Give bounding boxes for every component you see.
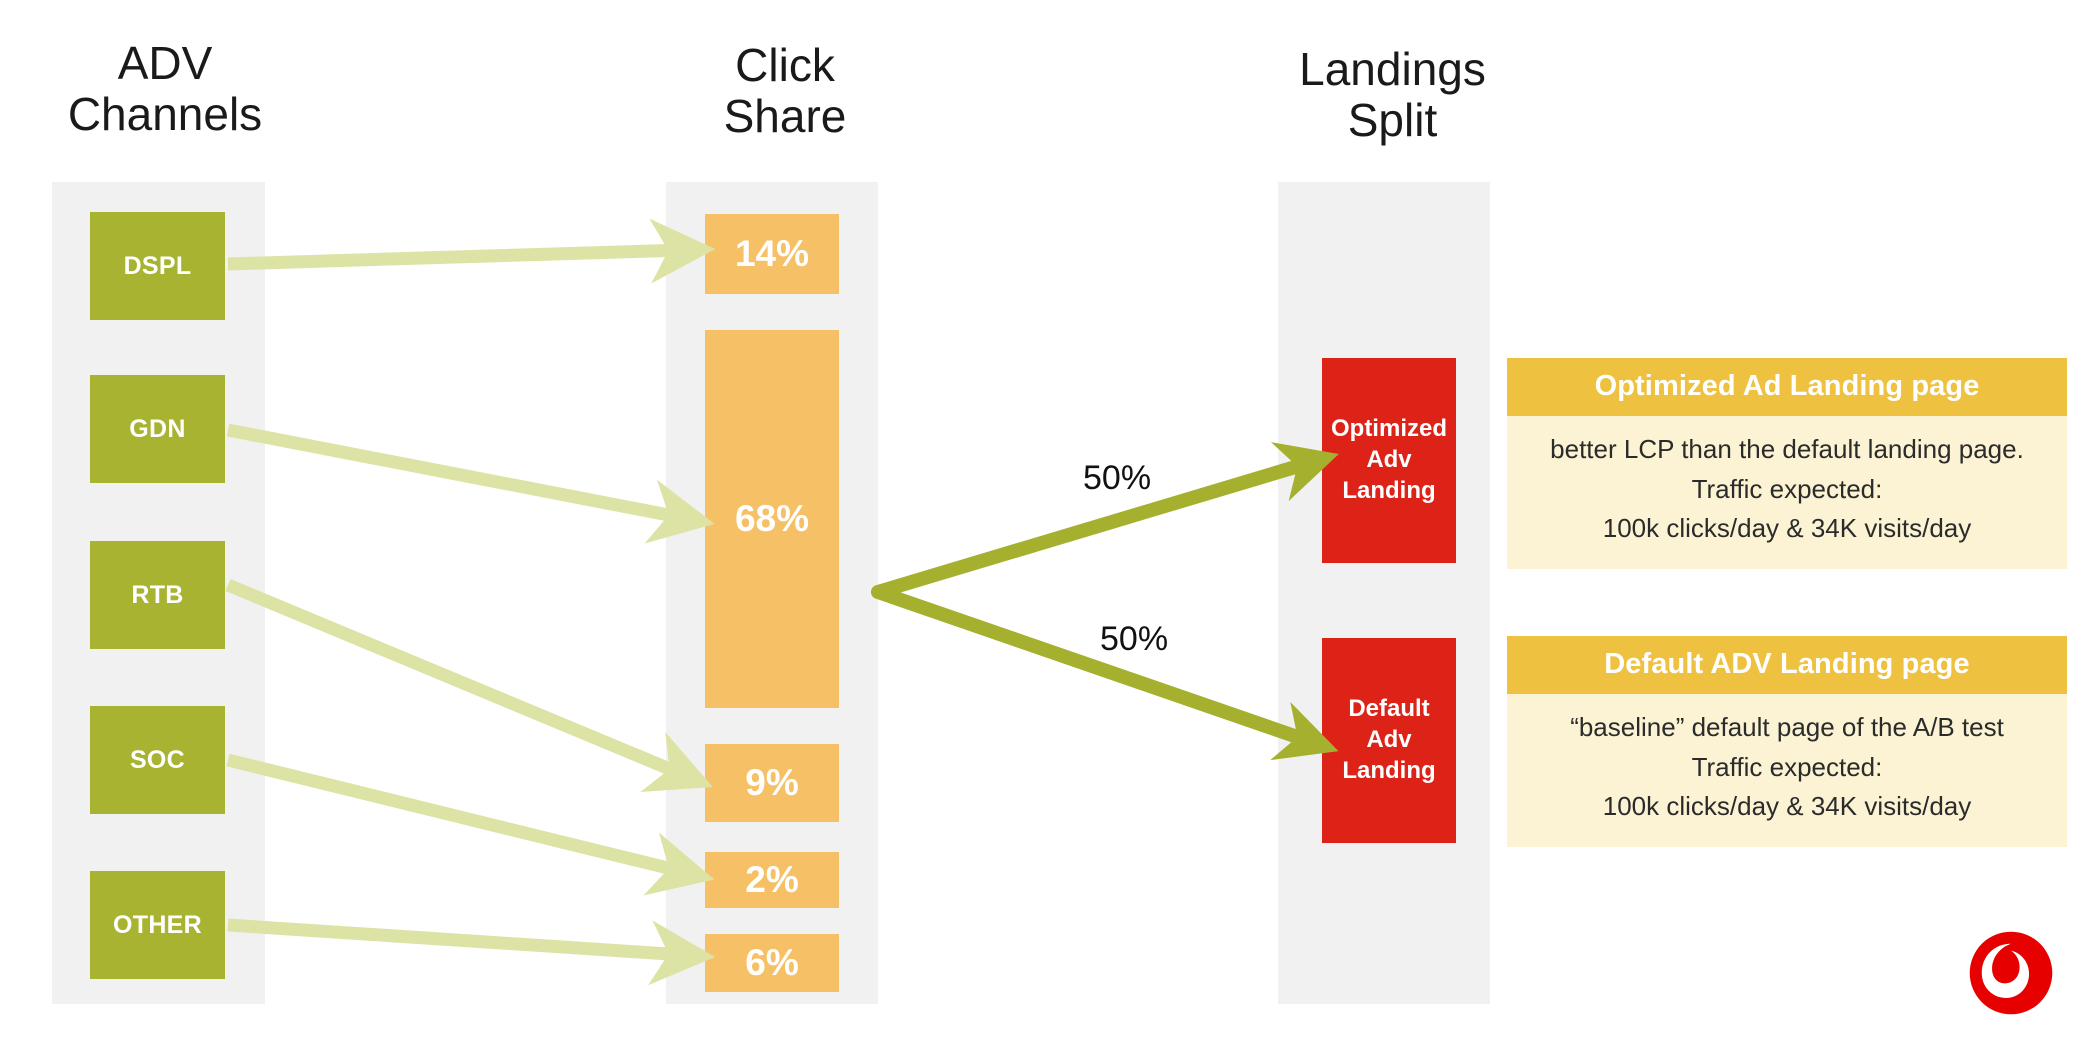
channel-box-other[interactable]: OTHER xyxy=(90,871,225,979)
vodafone-logo xyxy=(1969,931,2053,1015)
channel-box-dspl[interactable]: DSPL xyxy=(90,212,225,320)
share-bar-2[interactable]: 2% xyxy=(705,852,839,908)
arrow-other-to-6 xyxy=(227,918,716,986)
info-card-optimized-ad-landing: Optimized Ad Landing page better LCP tha… xyxy=(1507,358,2067,569)
info-card-title-optimized: Optimized Ad Landing page xyxy=(1507,358,2067,416)
channel-box-gdn[interactable]: GDN xyxy=(90,375,225,483)
share-bar-9[interactable]: 9% xyxy=(705,744,839,822)
arrow-gdn-to-68 xyxy=(226,423,715,544)
info-card-default-adv-landing: Default ADV Landing page “baseline” defa… xyxy=(1507,636,2067,847)
share-bar-14[interactable]: 14% xyxy=(705,214,839,294)
info-card-title-default: Default ADV Landing page xyxy=(1507,636,2067,694)
column-heading-adv-channels: ADV Channels xyxy=(67,37,263,140)
split-percent-top: 50% xyxy=(1083,459,1152,497)
landing-box-default[interactable]: Default Adv Landing xyxy=(1322,638,1456,843)
share-bar-68[interactable]: 68% xyxy=(705,330,839,708)
arrow-dspl-to-14 xyxy=(227,218,716,284)
column-heading-landings-split: Landings Split xyxy=(1299,43,1486,146)
channel-box-soc[interactable]: SOC xyxy=(90,706,225,814)
arrow-split-to-default xyxy=(871,585,1339,761)
arrow-rtb-to-9 xyxy=(225,579,713,793)
column-heading-click-share: Click Share xyxy=(723,39,847,142)
share-bar-6[interactable]: 6% xyxy=(705,934,839,992)
info-card-body-default: “baseline” default page of the A/B test … xyxy=(1570,712,2004,822)
arrow-soc-to-2 xyxy=(226,753,715,896)
split-percent-bottom: 50% xyxy=(1100,620,1169,658)
landing-box-optimized[interactable]: Optimized Adv Landing xyxy=(1322,358,1456,563)
band-landings-split xyxy=(1278,182,1490,1004)
info-card-body-optimized: better LCP than the default landing page… xyxy=(1550,434,2024,544)
channel-box-rtb[interactable]: RTB xyxy=(90,541,225,649)
